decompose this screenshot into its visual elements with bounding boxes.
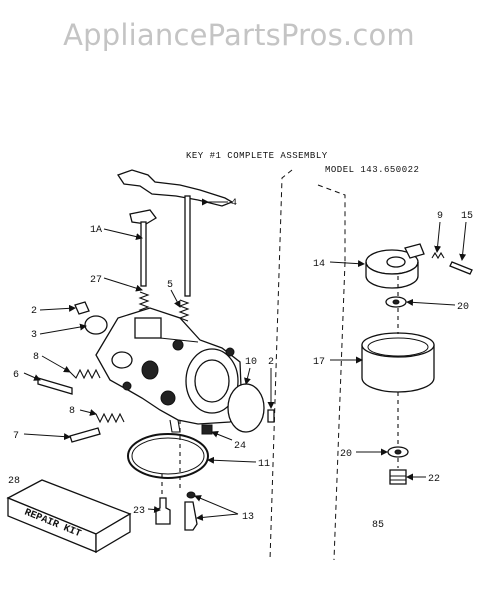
fitting-24 — [201, 424, 213, 435]
label-part-3: 3 — [31, 330, 37, 341]
label-part-20-lower: 20 — [340, 449, 352, 460]
float-pin-15 — [449, 261, 473, 275]
gasket-ring — [127, 433, 209, 479]
label-part-11: 11 — [258, 459, 270, 470]
float-hinge-pin-9 — [431, 251, 445, 260]
choke-shaft — [129, 209, 157, 225]
watermark: AppliancePartsPros.com — [63, 18, 415, 52]
spring-8-lower — [95, 412, 125, 424]
label-part-8-lower: 8 — [69, 406, 75, 417]
inlet-needle-13 — [184, 501, 198, 531]
label-part-27: 27 — [90, 275, 102, 286]
dashed-separator — [269, 169, 346, 561]
spring-5 — [178, 299, 190, 322]
label-part-13: 13 — [242, 512, 254, 523]
spring-27 — [138, 291, 150, 314]
lever-shaft — [184, 195, 191, 297]
throttle-plate — [227, 383, 265, 433]
label-part-23: 23 — [133, 506, 145, 517]
label-part-7: 7 — [13, 431, 19, 442]
float-bowl — [361, 332, 435, 393]
label-part-4: 4 — [231, 198, 237, 209]
carburetor-body — [95, 307, 243, 433]
label-part-2-right: 2 — [268, 357, 274, 368]
repair-kit-box: REPAIR KIT — [6, 479, 132, 554]
bowl-nut — [389, 469, 407, 485]
label-part-6: 6 — [13, 370, 19, 381]
label-part-24: 24 — [234, 441, 246, 452]
needle-7 — [69, 427, 101, 443]
throttle-lever — [116, 169, 234, 207]
float-14 — [365, 243, 425, 289]
needle-seat-23 — [155, 497, 171, 525]
label-part-1a: 1A — [90, 225, 102, 236]
page-code: 85 — [372, 520, 384, 531]
label-part-9: 9 — [437, 211, 443, 222]
label-part-8-upper: 8 — [33, 352, 39, 363]
label-part-17: 17 — [313, 357, 325, 368]
choke-plate — [84, 315, 108, 335]
label-part-15: 15 — [461, 211, 473, 222]
label-part-2-left: 2 — [31, 306, 37, 317]
label-part-28: 28 — [8, 476, 20, 487]
spring-8-upper — [69, 368, 101, 380]
label-part-20-upper: 20 — [457, 302, 469, 313]
label-part-10: 10 — [245, 357, 257, 368]
label-part-14: 14 — [313, 259, 325, 270]
screw-left — [74, 301, 90, 315]
label-part-22: 22 — [428, 474, 440, 485]
screw-right — [267, 409, 275, 423]
model-number: MODEL 143.650022 — [325, 165, 419, 175]
choke-shaft-rod — [140, 221, 147, 287]
diagram-title: KEY #1 COMPLETE ASSEMBLY — [186, 151, 328, 161]
needle-6 — [37, 377, 73, 395]
label-part-5: 5 — [167, 280, 173, 291]
